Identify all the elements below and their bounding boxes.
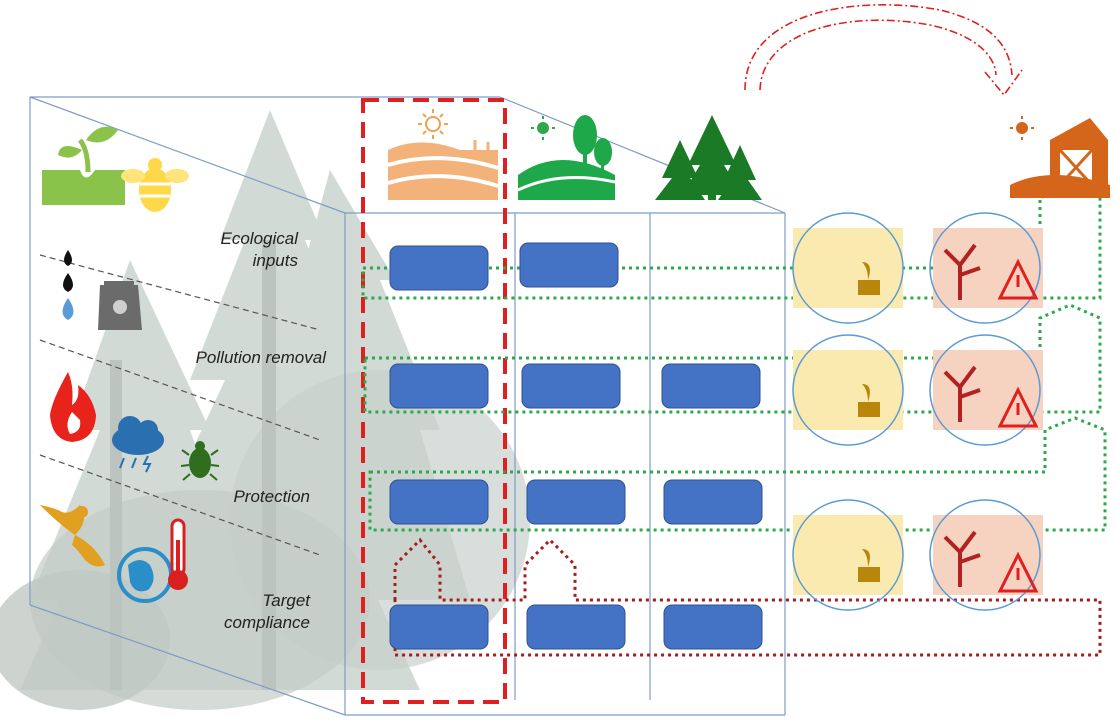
globe-thermometer-icon xyxy=(117,518,188,603)
degraded-panel-row-2 xyxy=(929,334,1043,446)
cell-r2-c1 xyxy=(389,363,489,409)
right-panels xyxy=(792,212,1043,611)
regrowth-panel-row-1 xyxy=(792,212,904,324)
row-label-line2: compliance xyxy=(224,613,310,632)
row-dividers xyxy=(39,254,321,556)
bee-icon xyxy=(121,158,189,212)
seedling-icon xyxy=(42,126,125,205)
eagle-icon xyxy=(40,505,105,567)
red-flow-loop xyxy=(393,537,1102,657)
regrowth-panel-row-2 xyxy=(792,334,904,446)
cell-r4-c2 xyxy=(526,604,626,650)
cell-r4-c1 xyxy=(389,604,489,650)
cell-grid xyxy=(389,242,763,650)
degraded-panel-row-3 xyxy=(929,499,1043,611)
row-label-line1: Ecological xyxy=(220,229,299,248)
hills-sun-icon xyxy=(517,115,616,200)
forest-icon xyxy=(655,115,762,200)
storm-cloud-icon xyxy=(112,416,164,473)
water-drops-icon xyxy=(62,250,74,320)
tree-background xyxy=(0,110,530,710)
cell-r3-c2 xyxy=(526,479,626,525)
row-label-line1: Protection xyxy=(233,487,310,506)
cell-r2-c3 xyxy=(661,363,761,409)
barn-sun-icon xyxy=(1010,116,1110,198)
box-frame xyxy=(29,96,786,716)
row-label-line1: Pollution removal xyxy=(195,348,326,367)
fire-icon xyxy=(50,372,96,442)
cell-r3-c1 xyxy=(389,479,489,525)
row-label-line1: Target xyxy=(262,591,310,610)
cell-r1-c1 xyxy=(389,245,489,291)
regrowth-panel-row-3 xyxy=(792,499,904,611)
farmland-sun-icon xyxy=(387,109,499,200)
cell-r3-c3 xyxy=(663,479,763,525)
row-label-pollution-removal: Pollution removal xyxy=(130,347,326,369)
beetle-icon xyxy=(180,441,220,481)
row-label-ecological-inputs: Ecological inputs xyxy=(170,228,299,272)
degraded-panel-row-1 xyxy=(929,212,1043,324)
fertilizer-bag-icon xyxy=(98,281,142,330)
row-label-target-compliance: Target compliance xyxy=(170,590,310,634)
cell-r1-c2 xyxy=(519,242,619,288)
row-label-line2: inputs xyxy=(252,251,298,270)
curved-arrow xyxy=(744,4,1023,97)
cell-r4-c3 xyxy=(663,604,763,650)
row-label-protection: Protection xyxy=(170,486,310,508)
highlight-column xyxy=(361,98,507,704)
cell-r2-c2 xyxy=(521,363,621,409)
